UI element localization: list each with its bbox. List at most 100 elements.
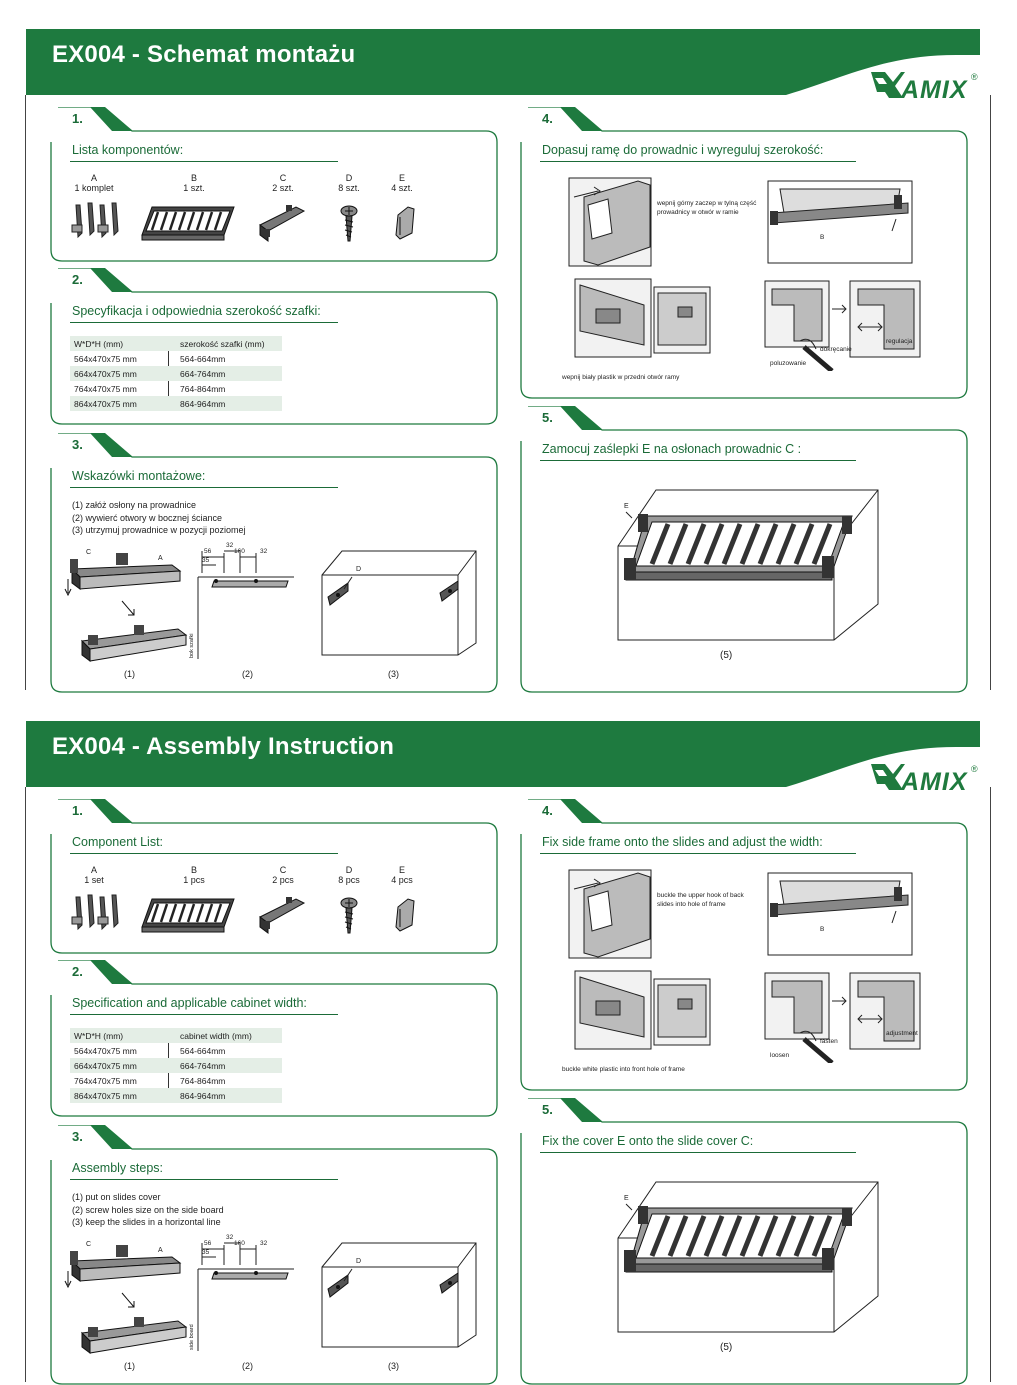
spec-table-header: W*D*H (mm) szerokość szafki (mm) xyxy=(70,336,282,351)
left-margin-rule xyxy=(25,95,26,690)
figure-caption-5: (5) xyxy=(720,650,733,661)
dim-35: 35 xyxy=(202,557,210,564)
screw-icon xyxy=(340,205,358,242)
section-fix-frame: 4. Dopasuj ramę do prowadnic i wyreguluj… xyxy=(520,107,968,399)
dim-160: 160 xyxy=(234,548,245,555)
table-row: 864x470x75 mm 864-964mm xyxy=(70,396,282,411)
spec-width: 764-864mm xyxy=(180,1076,226,1086)
front-clip-photo xyxy=(574,278,711,358)
label-adjust: adjustment xyxy=(886,1030,918,1037)
instruction-sheet: EX004 - Schemat montażu AMIX ® 1. Lista … xyxy=(0,0,1017,693)
component-letter: C xyxy=(279,173,287,183)
component-b: B 1 szt. xyxy=(164,173,224,193)
section-fix-frame: 4. Fix side frame onto the slides and ad… xyxy=(520,799,968,1091)
component-letter: E xyxy=(398,865,405,875)
section-assembly-steps: 3. Assembly steps: (1) put on slides cov… xyxy=(50,1125,498,1385)
heading-underline xyxy=(540,161,856,162)
slide-cover-icon xyxy=(259,897,306,934)
spec-dimensions: 864x470x75 mm xyxy=(74,399,137,409)
component-b: B 1 pcs xyxy=(164,865,224,885)
pull-out-frame-icon xyxy=(141,206,235,241)
section-number: 2. xyxy=(72,272,83,287)
section-number: 4. xyxy=(542,803,553,818)
section-heading: Specyfikacja i odpowiednia szerokość sza… xyxy=(72,304,321,318)
component-letter: C xyxy=(279,865,287,875)
hole-spacing-diagram xyxy=(197,550,294,659)
dim-32b: 32 xyxy=(260,1240,268,1247)
section-heading: Fix side frame onto the slides and adjus… xyxy=(542,835,823,849)
front-clip-photo xyxy=(574,970,711,1050)
section-heading: Specification and applicable cabinet wid… xyxy=(72,996,307,1010)
component-letter: D xyxy=(345,865,353,875)
spec-dimensions: 764x470x75 mm xyxy=(74,1076,137,1086)
section-component-list: 1. Lista komponentów: A 1 komplet B 1 sz… xyxy=(50,107,498,262)
spec-width: 564-664mm xyxy=(180,354,226,364)
dim-56: 56 xyxy=(204,1240,212,1247)
hole-spacing-diagram xyxy=(197,1242,294,1351)
figure-caption-2: (2) xyxy=(242,669,253,679)
heading-underline xyxy=(540,853,856,854)
step-item: (3) keep the slides in a horizontal line xyxy=(72,1217,221,1227)
spec-table-header: W*D*H (mm) cabinet width (mm) xyxy=(70,1028,282,1043)
component-a: A 1 set xyxy=(64,865,124,885)
cover-assembly-diagram xyxy=(617,489,879,641)
section-heading: Fix the cover E onto the slide cover C: xyxy=(542,1134,754,1148)
cabinet-diagram xyxy=(321,1242,477,1348)
dim-32a: 32 xyxy=(226,1234,234,1241)
label-d: D xyxy=(356,1258,362,1265)
section-number: 5. xyxy=(542,1102,553,1117)
section-heading: Wskazówki montażowe: xyxy=(72,469,206,483)
logo-wordmark: AMIX xyxy=(901,768,968,796)
step-item: (1) załóż osłony na prowadnice xyxy=(72,500,197,510)
spec-width: 864-964mm xyxy=(180,399,226,409)
figure-caption-1: (1) xyxy=(124,669,135,679)
label-loosen: poluzowanie xyxy=(770,360,807,367)
slide-cover-icon xyxy=(259,205,306,242)
left-margin-rule xyxy=(25,787,26,1382)
component-quantity: 2 szt. xyxy=(272,183,294,193)
section-number: 1. xyxy=(72,111,83,126)
right-margin-rule xyxy=(990,787,991,1382)
spec-dimensions: 564x470x75 mm xyxy=(74,1046,137,1056)
title-banner: EX004 - Schemat montażu xyxy=(26,25,980,95)
component-c: C 2 pcs xyxy=(253,865,313,885)
section-number: 3. xyxy=(72,1129,83,1144)
frame-on-slides-diagram xyxy=(767,180,913,264)
spec-table: W*D*H (mm) szerokość szafki (mm) 564x470… xyxy=(70,336,282,411)
section-heading: Zamocuj zaślepki E na osłonach prowadnic… xyxy=(542,442,802,456)
width-adjust-diagram xyxy=(764,280,921,371)
component-quantity: 1 set xyxy=(84,875,104,885)
component-letter: A xyxy=(90,865,97,875)
label-e: E xyxy=(624,1195,629,1202)
component-a: A 1 komplet xyxy=(64,173,124,193)
spec-width: 764-864mm xyxy=(180,384,226,394)
spec-col-cabinet-width: szerokość szafki (mm) xyxy=(180,339,265,349)
back-hook-photo xyxy=(568,177,652,267)
note-back-hook: buckle the upper hook of back slides int… xyxy=(657,892,744,908)
label-tighten: dokręcanie xyxy=(820,346,852,353)
section-number: 1. xyxy=(72,803,83,818)
component-quantity: 1 pcs xyxy=(183,875,205,885)
figure-caption-1: (1) xyxy=(124,1361,135,1371)
component-d: D 8 szt. xyxy=(319,173,379,193)
side-board-label: side board xyxy=(189,1324,195,1350)
spec-dimensions: 864x470x75 mm xyxy=(74,1091,137,1101)
section-heading: Lista komponentów: xyxy=(72,143,184,157)
component-letter: B xyxy=(190,865,197,875)
cover-assembly-diagram xyxy=(617,1181,879,1333)
label-tighten: fasten xyxy=(820,1038,838,1045)
note-front-clip: buckle white plastic into front hole of … xyxy=(562,1066,685,1073)
logo-registered-mark: ® xyxy=(971,764,978,774)
title-banner: EX004 - Assembly Instruction xyxy=(26,717,980,787)
section-heading: Dopasuj ramę do prowadnic i wyreguluj sz… xyxy=(542,143,824,157)
label-adjust: regulacja xyxy=(886,338,913,345)
slide-cover-diagram xyxy=(64,553,188,662)
section-heading: Component List: xyxy=(72,835,164,849)
end-cap-icon xyxy=(395,898,415,932)
step-item: (1) put on slides cover xyxy=(72,1192,161,1202)
label-e: E xyxy=(624,503,629,510)
